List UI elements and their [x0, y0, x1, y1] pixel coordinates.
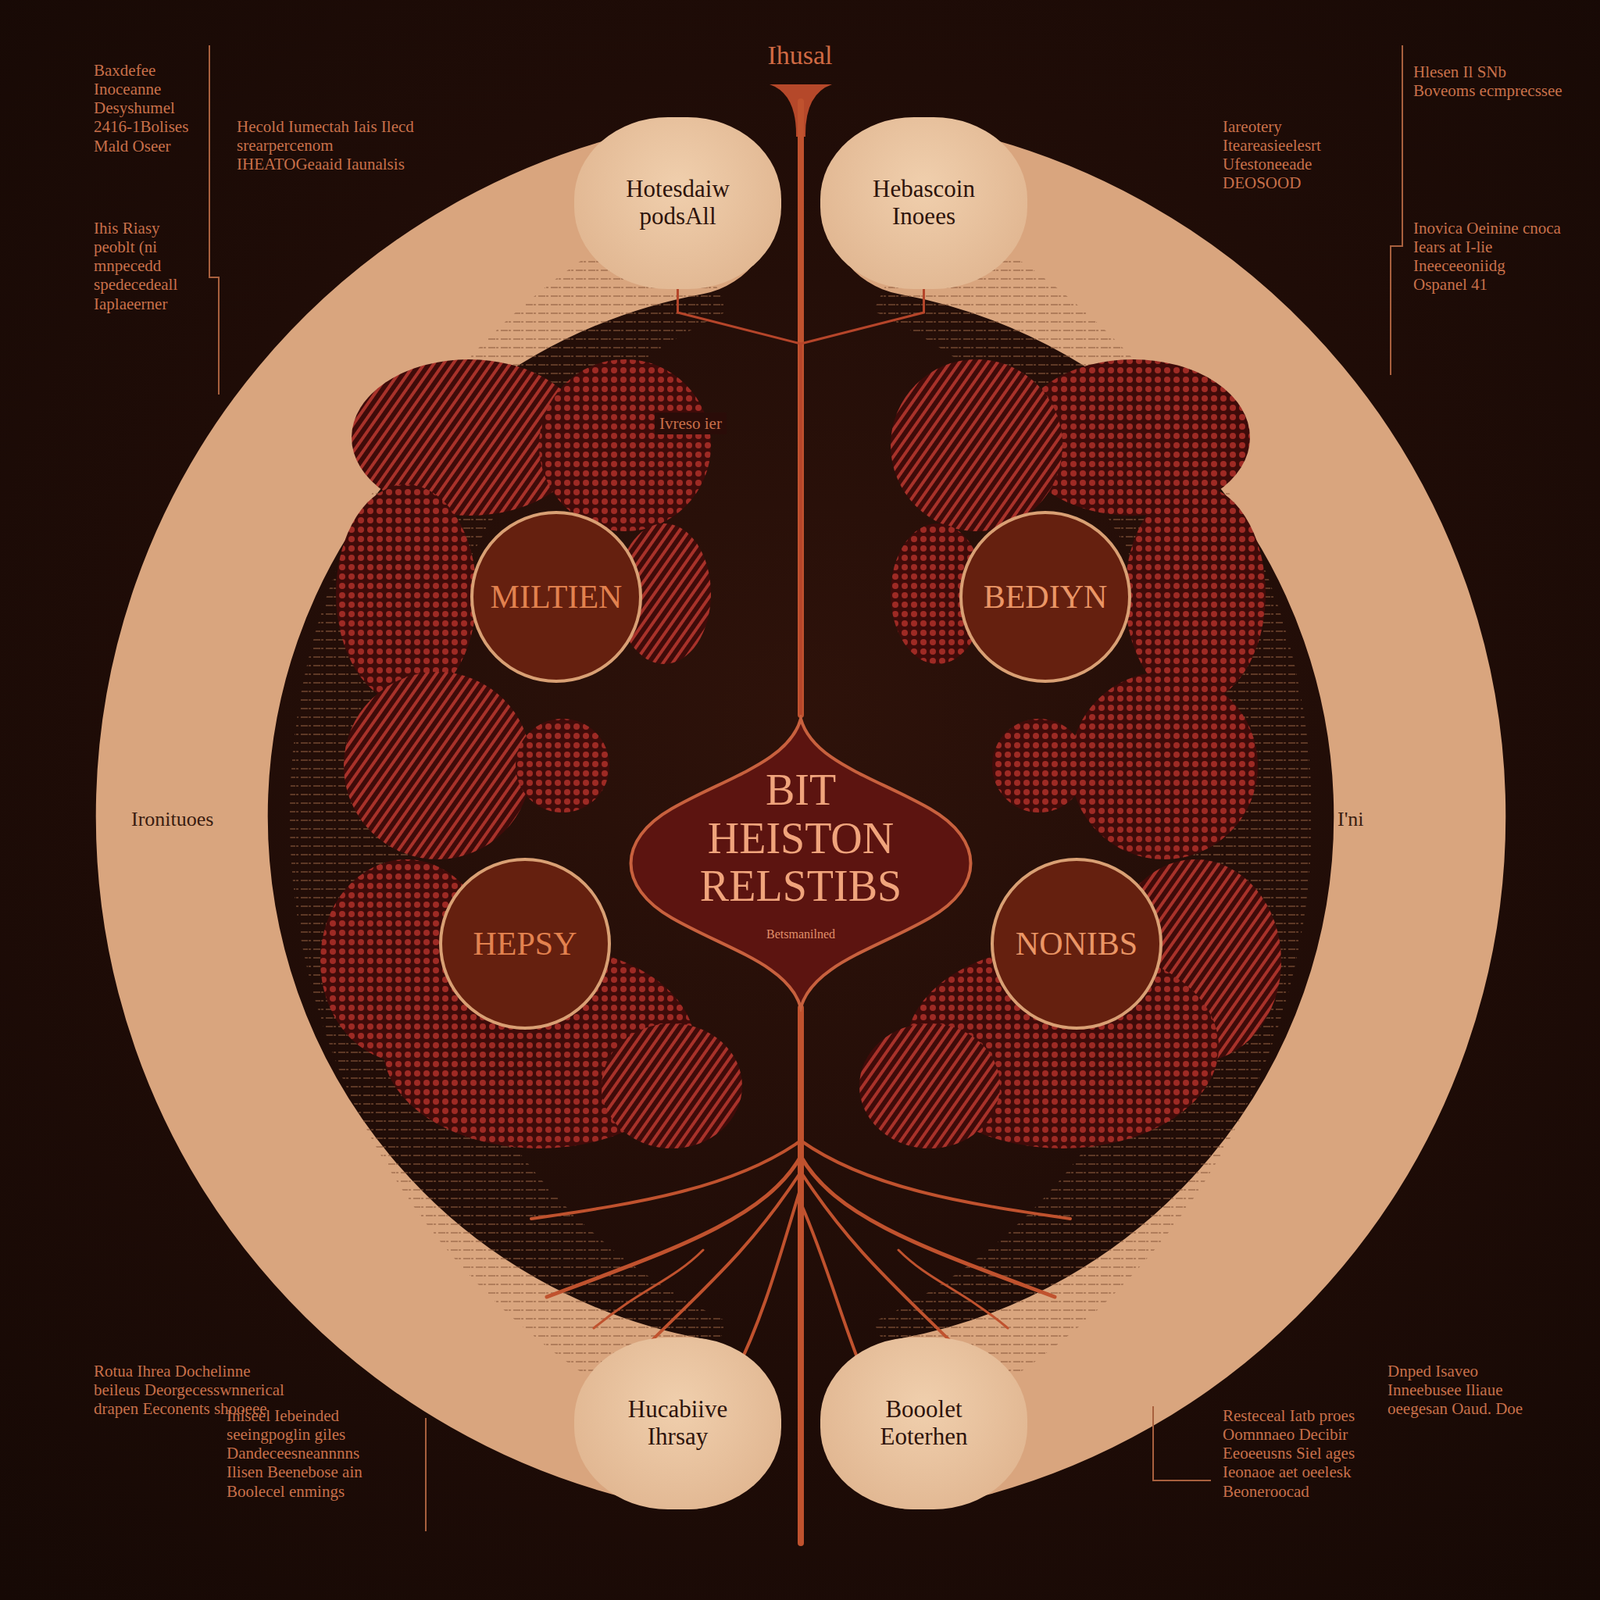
- tissue-blob: [859, 1023, 1000, 1149]
- branch-connector: [800, 289, 925, 715]
- tissue-left: [320, 359, 743, 1149]
- root: [531, 1140, 801, 1219]
- root: [593, 1250, 704, 1329]
- tissue-blob: [335, 484, 477, 704]
- circle-text: MILTIEN: [490, 578, 623, 615]
- annotation-text: Iniseel Iebeinded seeingpoglin giles Dan…: [226, 1406, 399, 1501]
- circle-text: HEPSY: [472, 925, 577, 962]
- root: [898, 1250, 1008, 1329]
- lobe-text: Hucabiive Ihrsay: [603, 1396, 753, 1450]
- tissue-right: [859, 359, 1282, 1149]
- shield-text-box: BIT HEISTON RELSTIBS Betsmanilned: [617, 766, 985, 942]
- tissue-blob: [515, 718, 610, 813]
- root: [800, 1156, 1055, 1297]
- tissue-blob: [992, 718, 1086, 813]
- annotation-text: Iareotery Iteareasieelesrt Ufestoneeade …: [1222, 117, 1379, 193]
- circle-shape: [440, 859, 610, 1029]
- root: [734, 1187, 801, 1375]
- lobe-text: Booolet Eoterhen: [850, 1396, 999, 1450]
- bracket-lines: [209, 45, 1403, 1532]
- diagram-title: Ihusal: [0, 40, 1600, 71]
- bracket-line: [425, 1417, 427, 1532]
- ring-lobe: Hotesdaiw podsAll: [574, 117, 782, 290]
- annotation-text: Inovica Oeinine cnoca Iears at I-lie Ine…: [1413, 218, 1562, 295]
- bracket-line: [1153, 1406, 1211, 1481]
- tissue-blob: [1070, 671, 1258, 860]
- bracket-line: [1390, 45, 1403, 375]
- circle-shape: [960, 512, 1130, 682]
- band-label: I'ni: [1337, 807, 1365, 832]
- ring-lobe: Hebascoin Inoees: [820, 117, 1028, 290]
- tissue-blob: [890, 359, 1063, 532]
- annotation-text: Ivreso ier: [654, 412, 727, 435]
- circle-shape: [471, 512, 641, 682]
- tissue-blob: [601, 1023, 743, 1149]
- root: [800, 1140, 1071, 1219]
- tissue-blob: [1125, 484, 1266, 704]
- circle-node: BEDIYN: [958, 510, 1133, 684]
- ring-lobe: Booolet Eoterhen: [820, 1337, 1028, 1510]
- circle-node: MILTIEN: [469, 510, 643, 684]
- shield-subtext: Betsmanilned: [766, 926, 836, 942]
- tissue-blob: [539, 359, 711, 532]
- circle-shape: [992, 859, 1161, 1029]
- shield-shape: [631, 718, 972, 1008]
- branch-connector: [678, 289, 802, 715]
- annotation-text: Hecold Iumectah Iais Ilecd srearpercenom…: [236, 117, 417, 174]
- ring-lobe: Hucabiive Ihrsay: [574, 1337, 782, 1510]
- shield-title: BIT HEISTON RELSTIBS: [671, 766, 930, 911]
- band-label: Ironituoes: [131, 807, 214, 832]
- tissue-blob: [343, 671, 532, 860]
- circle-text: NONIBS: [1015, 925, 1138, 962]
- circle-text: BEDIYN: [983, 578, 1108, 615]
- lobe-text: Hebascoin Inoees: [850, 175, 999, 230]
- annotation-text: Resteceal Iatb proes Oomnnaeo Decibir Ee…: [1222, 1406, 1391, 1501]
- trunk-lower: [797, 1007, 804, 1543]
- circle-node: HEPSY: [438, 857, 612, 1031]
- annotation-text: Dnped Isaveo Inneebusee Iliaue oeegesan …: [1387, 1361, 1544, 1418]
- lobe-text: Hotesdaiw podsAll: [603, 175, 753, 230]
- center-shield: BIT HEISTON RELSTIBS Betsmanilned: [617, 714, 985, 1012]
- circle-node: NONIBS: [989, 857, 1164, 1031]
- tree: [531, 84, 1071, 1543]
- bracket-line: [209, 45, 219, 395]
- annotation-text: Baxdefee Inoceanne Desyshumel 2416-1Boli…: [93, 60, 200, 156]
- annotation-text: Ihis Riasy peoblt (ni mnpecedd spedecede…: [93, 218, 200, 314]
- annotation-text: Hlesen Il SNb Boveoms ecmprecssee: [1413, 62, 1570, 100]
